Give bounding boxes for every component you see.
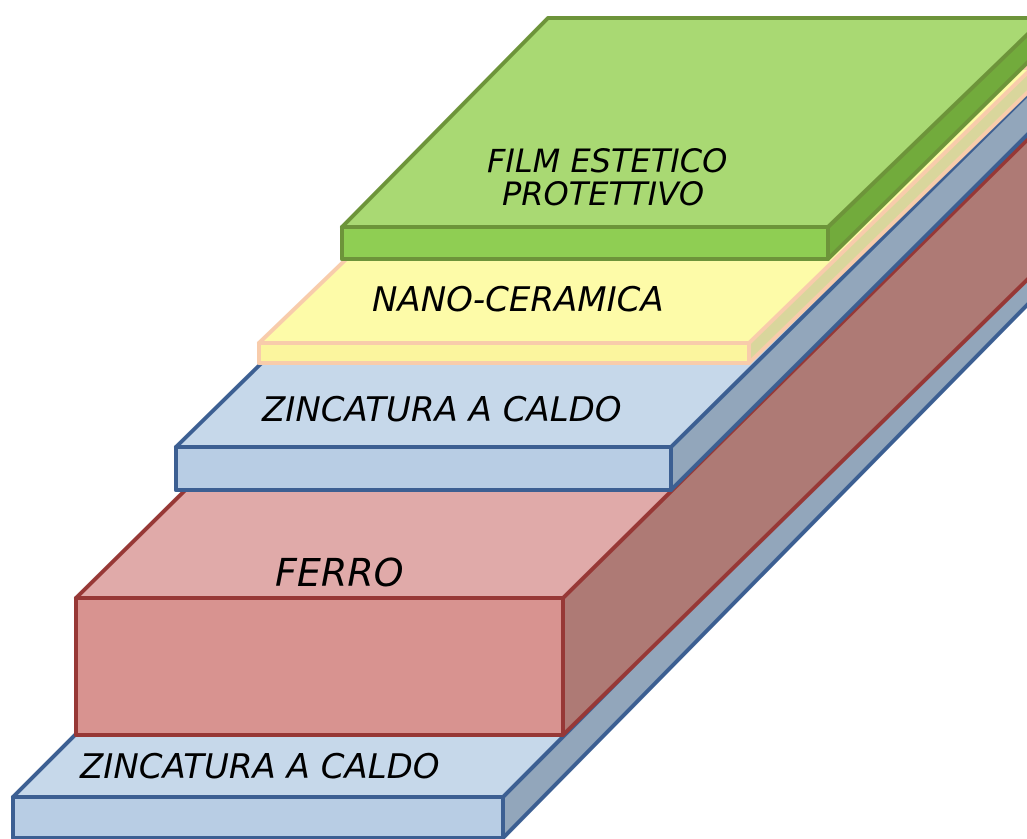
layer-nano-front — [257, 341, 751, 365]
layer-film-label-line1: FILM ESTETICO — [487, 142, 727, 180]
layer-film-label-line2: PROTETTIVO — [502, 175, 704, 213]
layer-ferro-front — [74, 596, 565, 737]
layer-film: FILM ESTETICO PROTETTIVO — [340, 16, 1027, 261]
layer-zinc-top-front — [174, 445, 673, 492]
layer-ferro-label: FERRO — [275, 551, 404, 595]
layer-zinc-bottom-label: ZINCATURA A CALDO — [79, 747, 440, 787]
layer-film-front — [340, 225, 830, 261]
layer-nano-label: NANO-CERAMICA — [372, 280, 664, 320]
layer-zinc-top-label: ZINCATURA A CALDO — [261, 390, 622, 430]
layer-zinc-bottom-front — [11, 795, 505, 839]
